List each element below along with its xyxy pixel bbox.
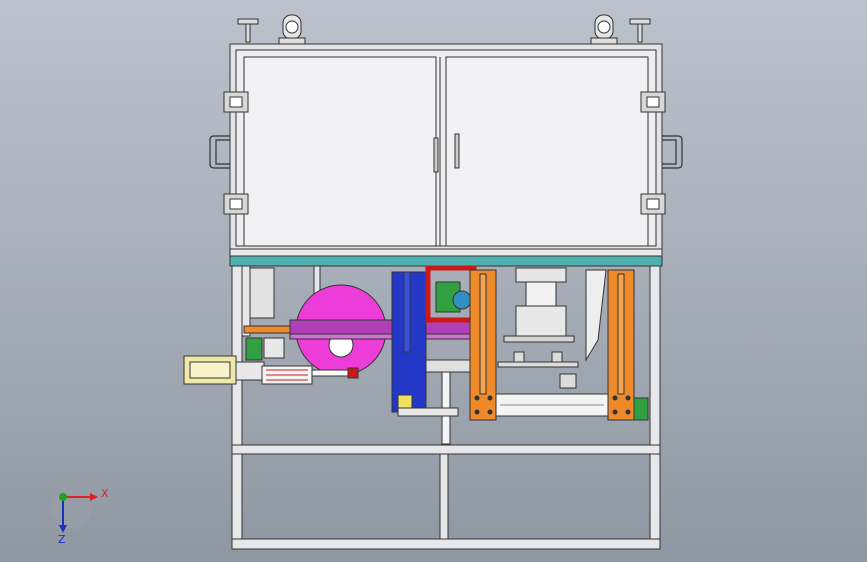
red-cylinder <box>261 365 313 385</box>
green-sensor-right <box>633 397 649 421</box>
cabinet-base-strip <box>229 255 663 267</box>
handle-left <box>209 135 230 169</box>
lower-frame <box>231 265 661 550</box>
orange-arm-right <box>607 269 635 421</box>
right-slant-guide <box>585 269 607 362</box>
left-motor-housing <box>249 267 275 319</box>
x-axis-label: X <box>101 487 109 500</box>
z-axis-label: Z <box>58 533 66 546</box>
green-sensor-left <box>245 337 263 361</box>
right-cylinder-assembly <box>503 267 575 343</box>
lower-horizontal-cylinder <box>495 393 609 417</box>
fittings <box>497 351 579 389</box>
caster-right <box>590 14 618 45</box>
blue-vertical-plate <box>391 271 427 413</box>
handle-right <box>662 135 683 169</box>
caster-left <box>278 14 306 45</box>
axis-triad <box>51 489 98 533</box>
upper-cabinet <box>229 43 663 250</box>
vertical-shaft <box>441 359 451 445</box>
leveling-foot-right <box>629 18 651 43</box>
orange-arm-left <box>469 269 497 421</box>
push-rod <box>311 369 353 377</box>
leveling-foot-left <box>237 18 259 43</box>
yellow-actuator-block <box>183 355 265 385</box>
orange-bracket-left <box>243 325 295 334</box>
hinges <box>223 91 666 215</box>
